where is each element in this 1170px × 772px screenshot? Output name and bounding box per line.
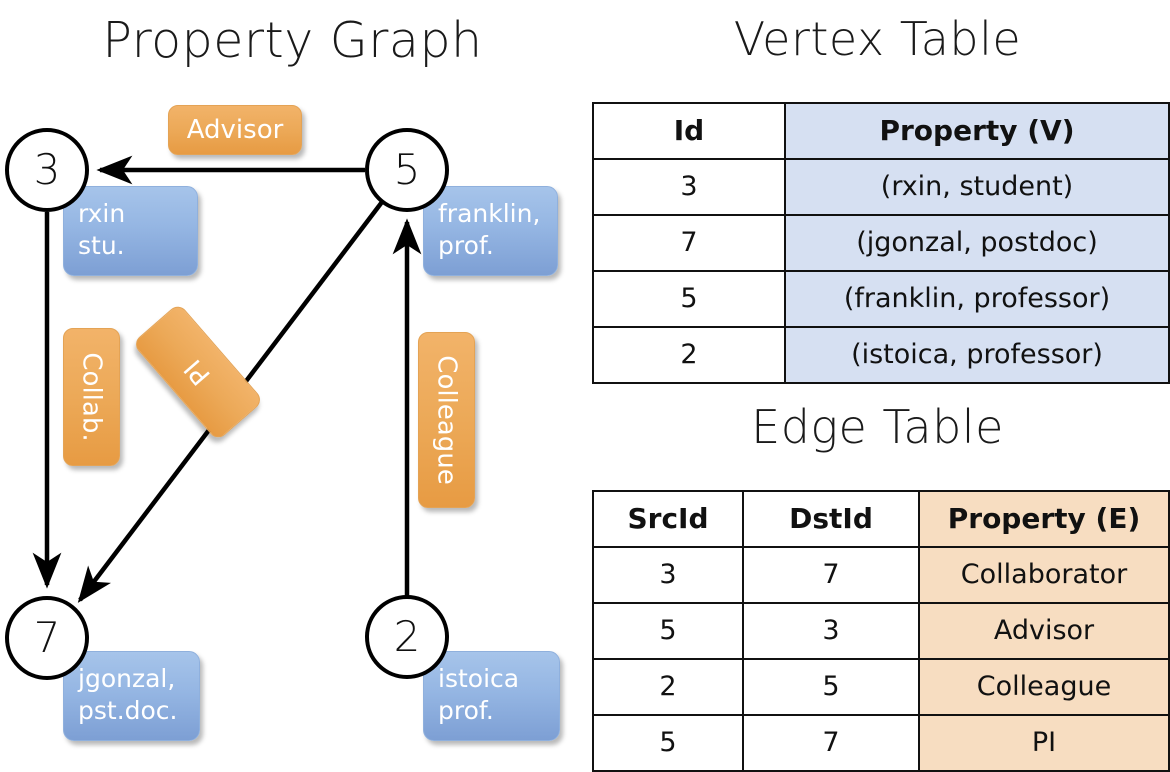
edge-label-pi-text: PI <box>179 353 217 391</box>
page-title-vertex-table: Vertex Table <box>733 12 1022 66</box>
vertex-cell-property: (jgonzal, postdoc) <box>784 214 1170 272</box>
edge-label-colleague-text: Colleague <box>431 355 462 485</box>
vertex-cell-property: (istoica, professor) <box>784 326 1170 384</box>
page-title-property-graph: Property Graph <box>102 12 483 69</box>
property-graph-diagram: Advisor Collab. PI Colleague rxin stu. f… <box>0 0 585 760</box>
vertex-table: Id Property (V) 3 (rxin, student) 7 (jgo… <box>592 102 1170 384</box>
node-property-franklin-line1: franklin, <box>438 199 541 228</box>
edge-cell-dstid: 3 <box>742 602 920 660</box>
table-row: 3 7 Collaborator <box>592 546 1170 604</box>
table-row: 2 (istoica, professor) <box>592 326 1170 384</box>
vertex-table-header-row: Id Property (V) <box>592 102 1170 160</box>
page-title-edge-table: Edge Table <box>751 400 1004 454</box>
table-row: 2 5 Colleague <box>592 658 1170 716</box>
table-row: 5 (franklin, professor) <box>592 270 1170 328</box>
node-property-jgonzal-line2: pst.doc. <box>78 696 178 725</box>
node-property-box-rxin: rxin stu. <box>63 186 198 276</box>
vertex-cell-id: 3 <box>592 158 786 216</box>
node-property-box-jgonzal: jgonzal, pst.doc. <box>63 651 200 741</box>
edge-label-collab: Collab. <box>63 328 120 466</box>
vertex-cell-id: 2 <box>592 326 786 384</box>
edge-cell-srcid: 3 <box>592 546 744 604</box>
edge-cell-property: PI <box>918 714 1170 772</box>
edge-cell-property: Collaborator <box>918 546 1170 604</box>
edge-cell-srcid: 5 <box>592 714 744 772</box>
edge-cell-property: Advisor <box>918 602 1170 660</box>
node-property-rxin-line2: stu. <box>78 231 125 260</box>
graph-node-7[interactable]: 7 <box>5 596 89 680</box>
vertex-cell-property: (franklin, professor) <box>784 270 1170 328</box>
edge-label-advisor: Advisor <box>168 105 302 155</box>
vertex-table-header-property: Property (V) <box>784 102 1170 160</box>
node-property-istoica-line1: istoica <box>438 664 520 693</box>
edge-table: SrcId DstId Property (E) 3 7 Collaborato… <box>592 490 1170 772</box>
node-property-istoica-line2: prof. <box>438 696 494 725</box>
edge-table-header-srcid: SrcId <box>592 490 744 548</box>
node-property-jgonzal-line1: jgonzal, <box>78 664 176 693</box>
vertex-cell-property: (rxin, student) <box>784 158 1170 216</box>
graph-node-3[interactable]: 3 <box>5 128 89 212</box>
edge-cell-dstid: 7 <box>742 714 920 772</box>
node-property-rxin-line1: rxin <box>78 199 126 228</box>
edge-cell-srcid: 5 <box>592 602 744 660</box>
edge-label-advisor-text: Advisor <box>186 115 284 145</box>
table-row: 5 3 Advisor <box>592 602 1170 660</box>
table-row: 3 (rxin, student) <box>592 158 1170 216</box>
table-row: 7 (jgonzal, postdoc) <box>592 214 1170 272</box>
table-row: 5 7 PI <box>592 714 1170 772</box>
vertex-cell-id: 7 <box>592 214 786 272</box>
edge-cell-dstid: 5 <box>742 658 920 716</box>
node-property-box-istoica: istoica prof. <box>423 651 560 741</box>
graph-node-2[interactable]: 2 <box>365 595 449 679</box>
graph-node-5[interactable]: 5 <box>365 128 449 212</box>
vertex-table-header-id: Id <box>592 102 786 160</box>
vertex-cell-id: 5 <box>592 270 786 328</box>
edge-table-header-property: Property (E) <box>918 490 1170 548</box>
node-property-franklin-line2: prof. <box>438 231 494 260</box>
edge-table-header-row: SrcId DstId Property (E) <box>592 490 1170 548</box>
edge-cell-srcid: 2 <box>592 658 744 716</box>
edge-label-colleague: Colleague <box>418 332 475 508</box>
edge-table-header-dstid: DstId <box>742 490 920 548</box>
edge-cell-property: Colleague <box>918 658 1170 716</box>
edge-label-collab-text: Collab. <box>76 352 107 442</box>
node-property-box-franklin: franklin, prof. <box>423 186 558 276</box>
edge-cell-dstid: 7 <box>742 546 920 604</box>
